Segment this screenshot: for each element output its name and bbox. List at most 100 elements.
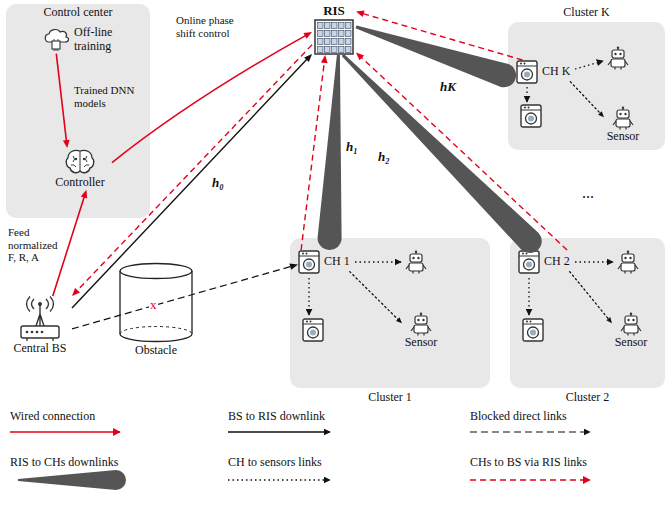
edge-label-slot: h₀ [212, 176, 224, 191]
legend-slot: BS to RIS downlink [228, 410, 325, 424]
cluster-panel: Cluster KCH KSensor [508, 22, 665, 150]
link-path [72, 266, 292, 329]
cluster-head: CH 2 [518, 250, 570, 274]
link-line [72, 45, 312, 296]
sensor-icon [406, 251, 426, 274]
link-line [350, 272, 402, 324]
label-slot: x [149, 298, 158, 313]
sensor-icon [521, 105, 541, 127]
cluster-head: CH 1 [298, 250, 350, 274]
panel-heading: Cluster 1 [290, 391, 490, 405]
cluster-panel: Cluster 1CH 1Sensor [290, 238, 490, 388]
panel-heading: Cluster K [508, 6, 665, 20]
beam-shape [342, 54, 542, 253]
cluster-panel: Cluster 2CH 2Sensor [510, 238, 665, 388]
ch-icon [516, 60, 538, 84]
edge-label-slot: Trained DNN models [74, 84, 136, 109]
channel-label: hK [440, 80, 456, 95]
ris-label: RIS [323, 4, 345, 19]
link-path [72, 59, 308, 308]
sensor-icon [303, 319, 323, 341]
edge-label-slot: hK [440, 80, 456, 95]
heading-slot: Cluster 2 [510, 391, 665, 405]
node-label: Controller [55, 176, 104, 190]
link-path [350, 272, 399, 320]
arrow-head [303, 32, 312, 39]
sensor-node: Sensor [402, 312, 440, 350]
ris-icon [314, 19, 354, 55]
robot-icon [619, 312, 643, 336]
arrow-head [356, 11, 365, 18]
legend-slot: RIS to CHs downlinks [10, 456, 118, 470]
link-path [76, 45, 312, 292]
sensor-icon [618, 251, 638, 274]
node-label: CH K [542, 65, 570, 79]
blocked-mark: x [149, 298, 158, 313]
node-label: Sensor [615, 336, 648, 350]
channel-label: h₁ [346, 140, 358, 155]
link-path [361, 57, 567, 250]
beam-shape [318, 55, 342, 250]
node-label: Off-line training [74, 26, 126, 54]
link-path [301, 61, 324, 250]
edge-label: Feed normalized F, R, A [8, 226, 60, 264]
link-line [356, 11, 523, 60]
robot-icon [611, 106, 635, 130]
edge-label: Online phase shift control [176, 14, 234, 39]
legend-text: BS to RIS downlink [228, 410, 325, 424]
arrow-head [606, 317, 612, 323]
legend-sample-uplink [470, 479, 590, 480]
node-label: CH 1 [324, 255, 350, 269]
beam-shape [356, 26, 517, 88]
arrow-head [72, 288, 80, 296]
beam-link [342, 54, 542, 253]
legend-slot: CHs to BS via RIS links [470, 456, 587, 470]
control-center-panel: Control centerOff-line trainingControlle… [6, 4, 150, 218]
label-slot: ... [582, 184, 594, 202]
cluster-head: CH K [516, 60, 570, 84]
node-label: Sensor [405, 336, 438, 350]
link-path [56, 54, 66, 142]
ch-icon [298, 250, 320, 274]
heading-slot: Cluster 1 [290, 391, 490, 405]
link-line [72, 54, 312, 308]
panel-heading: Cluster 2 [510, 391, 665, 405]
beam-link [356, 26, 517, 88]
node-label: Sensor [607, 130, 640, 144]
link-line [112, 32, 312, 163]
edge-label: Trained DNN models [74, 84, 136, 109]
brain-icon [64, 148, 96, 176]
link-line [356, 52, 567, 250]
legend-text: CH to sensors links [228, 456, 322, 470]
legend-sample-downlink [228, 431, 330, 432]
link-line [301, 55, 328, 250]
link-line [56, 54, 69, 148]
link-line [72, 263, 298, 329]
link-path [112, 35, 306, 163]
legend-slot: Wired connection [10, 410, 95, 424]
base-station: Central BS [8, 296, 72, 356]
edge-label-slot: h₁ [346, 140, 358, 155]
ellipsis-label: ... [582, 184, 594, 202]
legend-text: CHs to BS via RIS links [470, 456, 587, 470]
arrow-head [356, 52, 364, 60]
legend-sample-sensor-link [228, 479, 330, 480]
ch-icon [518, 250, 540, 274]
sensor-icon [523, 319, 543, 341]
arrow-head [396, 317, 402, 323]
sensor-node: Sensor [604, 106, 642, 144]
edge-label-slot: Online phase shift control [176, 14, 234, 39]
beam-link [318, 55, 342, 250]
heading-slot: Cluster K [508, 6, 665, 20]
node-label: Obstacle [135, 344, 177, 358]
link-path [570, 82, 600, 114]
arrow-head [81, 190, 87, 199]
channel-label: h₀ [212, 176, 224, 191]
node-label: CH 2 [544, 255, 570, 269]
bs-icon [15, 296, 65, 342]
arrow-head [321, 55, 328, 63]
cloud-icon [42, 28, 70, 52]
sensor-links [309, 61, 613, 315]
arrow-head [289, 263, 298, 269]
